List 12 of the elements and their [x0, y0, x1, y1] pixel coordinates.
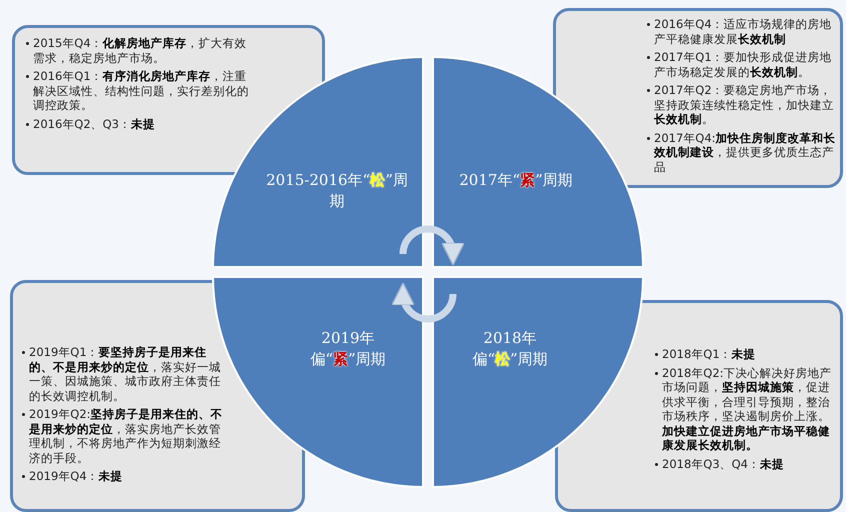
quadrant-label: 2015-2016年“松”周期 [266, 170, 408, 212]
bullet-text: 2015年Q4：化解房地产库存，扩大有效需求，稳定房地产市场。 [25, 36, 253, 65]
bullet-text: 2017年Q4:加快住房制度改革和长效机制建设，提供更多优质生态产品 [646, 130, 842, 174]
bullet-text: 2018年Q1：未提 [654, 347, 840, 362]
bullet-text: 2016年Q4：适应市场规律的房地产平稳健康发展长效机制 [646, 17, 842, 46]
bullet-text: 2018年Q2:下决心解决好房地产市场问题，坚持因城施策，促进供求平衡，合理引导预期，整治市场秩序，坚决遏制房价上涨。加快建立促进房地产市场平稳健康发展长效机制。 [654, 366, 840, 452]
quadrant-label: 2019年偏“紧”周期 [309, 328, 387, 370]
quadrant-label: 2018年偏“松”周期 [471, 328, 549, 370]
bullet-text: 2017年Q1：要加快形成促进房地产市场稳定发展的长效机制。 [646, 50, 842, 79]
bullet-text: 2018年Q3、Q4：未提 [654, 456, 840, 471]
bullet-text: 2017年Q2：要稳定房地产市场，坚持政策连续性稳定性，加快建立长效机制。 [646, 83, 842, 126]
quadrant-label: 2017年“紧”周期 [458, 170, 574, 191]
